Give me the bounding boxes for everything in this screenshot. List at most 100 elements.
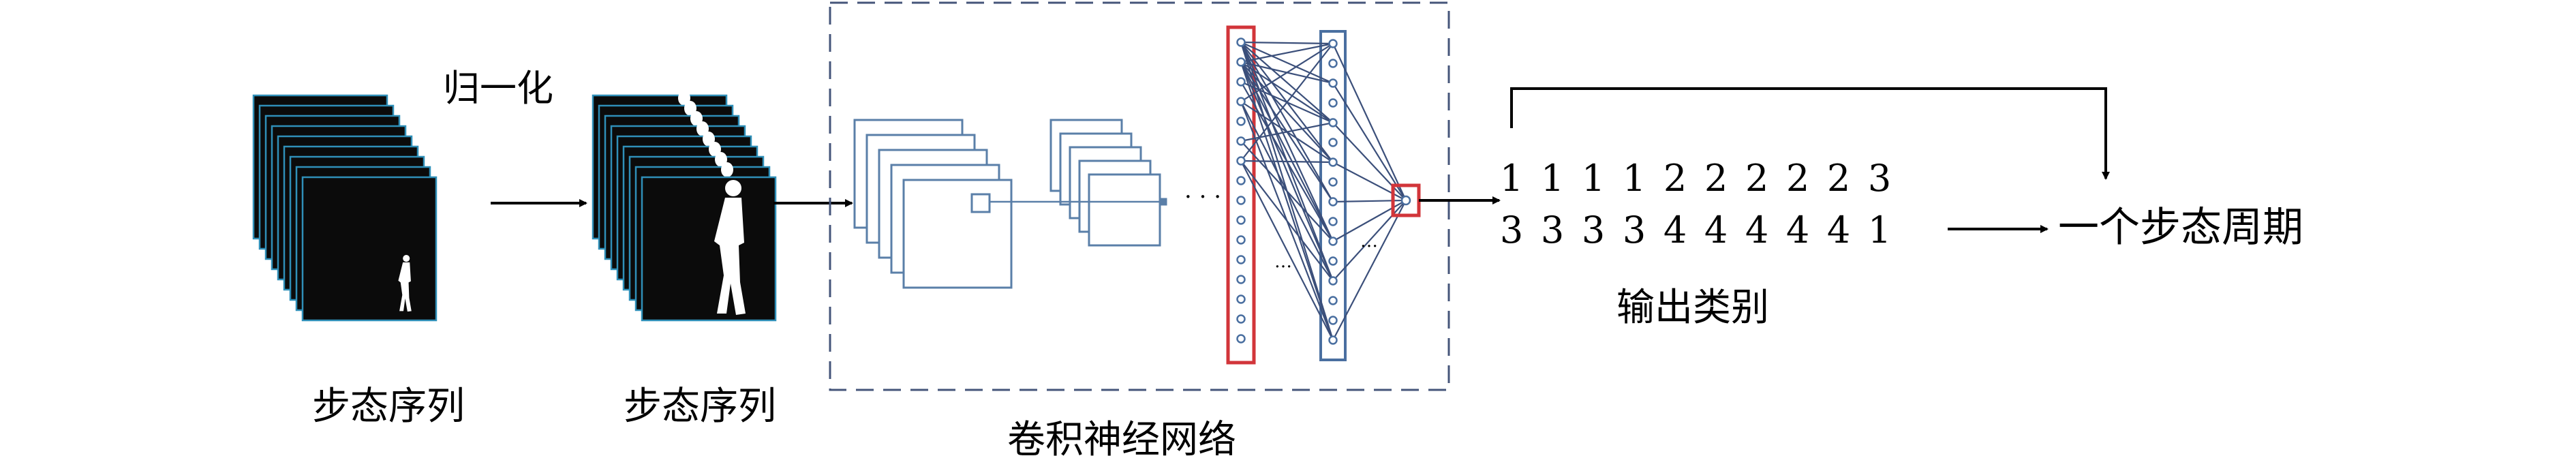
neuron-node [1236, 37, 1246, 47]
sequence-normalized-label: 步态序列 [624, 384, 776, 429]
silhouette-head [721, 162, 733, 177]
fc-connection [1240, 121, 1334, 142]
fc-layer-2 [1319, 30, 1347, 361]
output-node [1400, 195, 1411, 206]
fc-connection [1240, 42, 1334, 123]
fc-connection [1240, 61, 1334, 163]
neuron-node [1236, 275, 1246, 284]
output-class-value: 1 [1623, 157, 1646, 200]
walking-person-silhouette-icon [398, 255, 412, 312]
output-class-value: 4 [1786, 209, 1809, 252]
conv-layer-1-feature-maps [853, 119, 1013, 289]
output-class-value: 1 [1582, 157, 1605, 200]
neuron-node [1328, 98, 1338, 108]
fc-connection [1240, 41, 1334, 45]
neuron-node [1236, 136, 1246, 146]
fc-connection [1240, 140, 1334, 242]
neuron-node [1236, 314, 1246, 324]
neuron-node [1328, 316, 1338, 325]
output-class-value: 4 [1663, 209, 1687, 252]
neuron-node [1328, 157, 1338, 167]
fc-connection [1240, 159, 1334, 164]
cnn-label: 卷积神经网络 [1007, 418, 1236, 456]
conv-kernel-window [970, 193, 991, 213]
raw-frame-stack [252, 94, 438, 322]
fc-layer-2-nodes [1328, 39, 1338, 345]
neuron-node [1328, 256, 1338, 266]
output-class-value: 3 [1500, 209, 1523, 252]
sequence-raw-label: 步态序列 [312, 384, 465, 429]
output-class-value: 3 [1541, 209, 1564, 252]
neuron-node [1328, 118, 1338, 127]
fc-layer-1-nodes [1236, 37, 1246, 344]
conv2-kernel-window [1159, 198, 1167, 206]
neuron-node [1328, 276, 1338, 286]
fc-layer-1-ellipsis: … [1274, 252, 1292, 272]
normalize-label: 归一化 [443, 67, 553, 110]
output-class-value: 3 [1868, 157, 1891, 200]
output-class-value: 1 [1541, 157, 1564, 200]
neuron-node [1236, 215, 1246, 225]
output-class-label: 输出类别 [1616, 286, 1769, 330]
output-class-value: 3 [1623, 209, 1646, 252]
neuron-node [1236, 294, 1246, 304]
neuron-node [1328, 335, 1338, 345]
neuron-node [1236, 117, 1246, 126]
fc-connection [1240, 160, 1334, 341]
output-class-value: 4 [1704, 209, 1728, 252]
neuron-node [1328, 39, 1338, 48]
cnn-dashed-box [829, 1, 1450, 391]
output-class-value: 4 [1745, 209, 1768, 252]
fc-connection [1240, 43, 1334, 102]
fc-connection [1240, 43, 1334, 162]
normalized-frame-stack [592, 91, 777, 322]
neuron-node [1328, 78, 1338, 88]
output-class-value: 2 [1704, 157, 1728, 200]
output-class-value: 2 [1663, 157, 1687, 200]
feature-map [1088, 173, 1161, 247]
fc-connections [1240, 41, 1407, 341]
neuron-node [1328, 197, 1338, 207]
neuron-node [1328, 237, 1338, 246]
neuron-node [1236, 235, 1246, 245]
fc-connection [1332, 200, 1407, 341]
output-class-value: 2 [1827, 157, 1850, 200]
neuron-node [1328, 177, 1338, 187]
output-class-value: 1 [1868, 209, 1891, 252]
output-class-value: 2 [1745, 157, 1768, 200]
bracket-arrow [1510, 87, 2110, 180]
conv-layer-2-feature-maps [1049, 119, 1161, 247]
gait-cycle-label: 一个步态周期 [2058, 204, 2303, 252]
fc-layer-2-ellipsis: … [1360, 231, 1378, 252]
sequence-frame [641, 176, 777, 322]
neuron-node [1236, 176, 1246, 185]
output-class-value: 3 [1582, 209, 1605, 252]
fc-connection [1332, 43, 1407, 201]
fc-connection [1332, 82, 1407, 201]
neuron-node [1236, 57, 1246, 67]
neuron-node [1236, 334, 1246, 344]
walking-person-silhouette-icon [714, 180, 746, 315]
neuron-node [1236, 156, 1246, 166]
sequence-frame [301, 176, 438, 322]
layer-continuation-dots: · · · [1184, 183, 1221, 211]
output-class-value: 2 [1786, 157, 1809, 200]
output-class-value: 4 [1827, 209, 1850, 252]
fc-connection [1240, 61, 1334, 282]
output-class-value: 1 [1500, 157, 1523, 200]
fc-connection [1240, 42, 1334, 242]
fc-layer-1-highlight [1226, 25, 1256, 365]
neuron-node [1236, 97, 1246, 106]
neuron-node [1328, 59, 1338, 68]
feature-map [902, 179, 1013, 289]
fc-connection [1240, 42, 1334, 63]
neuron-node [1328, 296, 1338, 305]
neuron-node [1328, 217, 1338, 226]
neuron-node [1236, 77, 1246, 87]
neuron-node [1236, 196, 1246, 205]
neuron-node [1236, 255, 1246, 264]
fc-connection [1240, 160, 1334, 282]
fc-connection [1240, 42, 1334, 202]
